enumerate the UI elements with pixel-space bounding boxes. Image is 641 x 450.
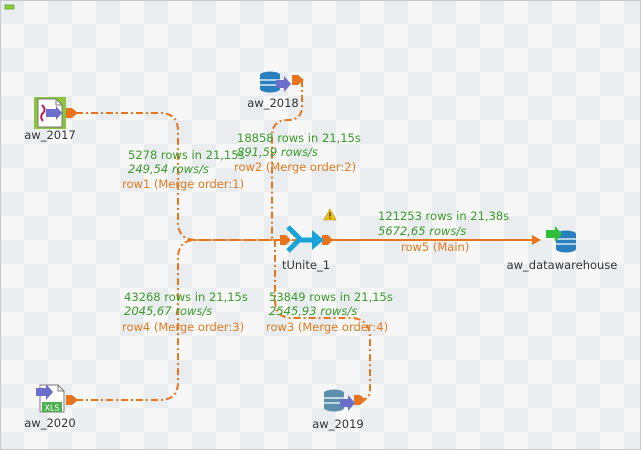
row4-rate-stat: 2045,67 rows/s <box>124 304 212 318</box>
unite-icon <box>286 225 324 253</box>
database-input-icon <box>324 389 355 412</box>
flow-label-row5[interactable]: 121253 rows in 21,38s 5672,65 rows/s row… <box>378 209 509 254</box>
row1-rows-stat: 5278 rows in 21,15s <box>128 148 245 162</box>
port-tunite-in[interactable] <box>280 235 291 245</box>
node-aw-2018[interactable]: aw_2018 <box>247 71 299 111</box>
row5-rate-stat: 5672,65 rows/s <box>378 224 466 238</box>
xls-badge: XLS <box>44 404 59 413</box>
warning-icon[interactable] <box>323 208 337 221</box>
node-aw-2020[interactable]: XLS aw_2020 <box>24 384 76 430</box>
row5-label: row5 (Main) <box>401 240 469 254</box>
port-aw-2020-out[interactable] <box>66 395 78 405</box>
row1-label: row1 (Merge order:1) <box>122 177 244 191</box>
flow-label-row4[interactable]: 43268 rows in 21,15s 2045,67 rows/s row4… <box>122 290 248 334</box>
row5-rows-stat: 121253 rows in 21,38s <box>378 209 509 223</box>
row3-rate-stat: 2545,93 rows/s <box>269 304 357 318</box>
node-aw-2019[interactable]: aw_2019 <box>312 389 364 432</box>
node-tunite-1-label: tUnite_1 <box>282 258 330 272</box>
flow-row4-line[interactable] <box>76 239 280 401</box>
node-aw-datawarehouse-label: aw_datawarehouse <box>507 258 618 272</box>
row4-label: row4 (Merge order:3) <box>122 320 244 334</box>
flow-connectors <box>76 80 371 401</box>
node-tunite-1[interactable]: tUnite_1 <box>282 208 337 272</box>
file-input-icon <box>34 97 66 129</box>
database-output-icon <box>546 226 576 253</box>
node-aw-datawarehouse[interactable]: aw_datawarehouse <box>507 226 618 272</box>
flow-label-row3[interactable]: 53849 rows in 21,15s 2545,93 rows/s row3… <box>266 290 393 334</box>
connector-ports <box>66 75 366 405</box>
port-aw-2018-out[interactable] <box>292 75 304 85</box>
row2-label: row2 (Merge order:2) <box>234 160 356 174</box>
row3-rows-stat: 53849 rows in 21,15s <box>269 290 393 304</box>
port-aw-2017-out[interactable] <box>66 108 78 118</box>
flow-row3-line[interactable] <box>274 240 371 401</box>
node-aw-2017-label: aw_2017 <box>24 128 75 142</box>
canvas-marker <box>4 4 15 10</box>
row2-rows-stat: 18858 rows in 21,15s <box>237 131 361 145</box>
port-aw-2019-out[interactable] <box>354 395 366 405</box>
flow-label-row1[interactable]: 5278 rows in 21,15s 249,54 rows/s row1 (… <box>122 148 245 191</box>
flow-row5-arrowhead <box>532 235 541 245</box>
excel-input-icon: XLS <box>36 384 65 413</box>
row4-rows-stat: 43268 rows in 21,15s <box>124 290 248 304</box>
flow-row1-line[interactable] <box>76 112 280 241</box>
node-aw-2019-label: aw_2019 <box>312 417 363 431</box>
row1-rate-stat: 249,54 rows/s <box>128 162 209 176</box>
flow-row2-line[interactable] <box>271 80 303 240</box>
row2-rate-stat: 891,59 rows/s <box>237 145 318 159</box>
row3-label: row3 (Merge order:4) <box>266 320 388 334</box>
database-input-icon <box>260 71 291 93</box>
flow-label-row2[interactable]: 18858 rows in 21,15s 891,59 rows/s row2 … <box>234 131 361 174</box>
node-aw-2020-label: aw_2020 <box>24 416 75 430</box>
node-aw-2017[interactable]: aw_2017 <box>24 97 76 142</box>
node-aw-2018-label: aw_2018 <box>247 96 298 110</box>
port-tunite-out[interactable] <box>322 235 333 245</box>
